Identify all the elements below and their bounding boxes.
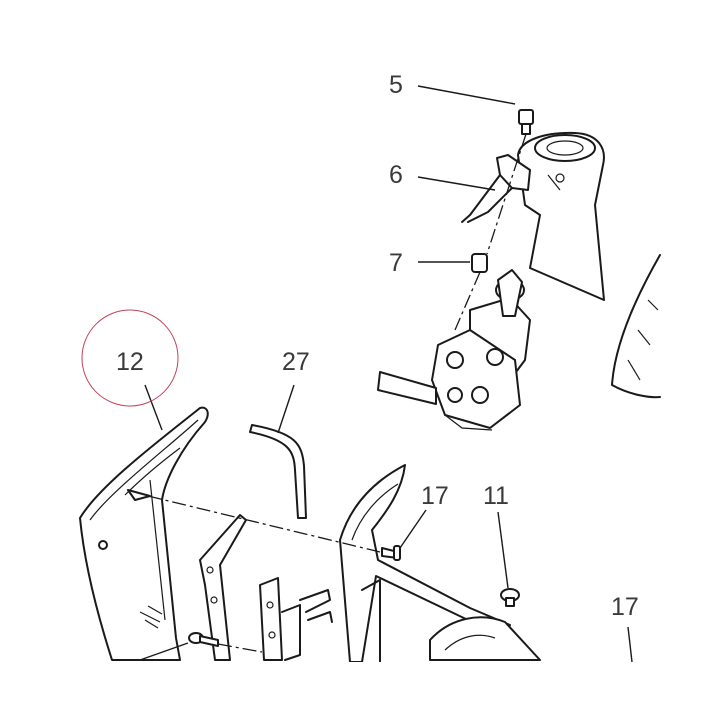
screw-11 [500, 588, 520, 607]
callout-6: 6 [389, 161, 403, 189]
windshield-panel [79, 406, 209, 661]
screw-lower-left [188, 632, 219, 647]
hose-part-27 [249, 424, 307, 519]
callout-12: 12 [116, 348, 144, 376]
inner-mount-bracket [199, 514, 333, 661]
callout-17-right: 17 [611, 593, 639, 621]
callout-27: 27 [282, 348, 310, 376]
callout-5: 5 [389, 71, 403, 99]
screw-17 [381, 545, 401, 561]
ignition-switch-assembly [377, 109, 605, 431]
callout-11: 11 [483, 482, 509, 510]
adjacent-component-edge [611, 254, 661, 399]
bottom-margin [0, 662, 720, 720]
callout-17-center: 17 [421, 482, 449, 510]
callout-7: 7 [389, 249, 403, 277]
highlight-circle [81, 309, 179, 407]
lock-body [377, 269, 531, 431]
fairing-frame [339, 464, 541, 663]
leader-lines [139, 85, 633, 663]
